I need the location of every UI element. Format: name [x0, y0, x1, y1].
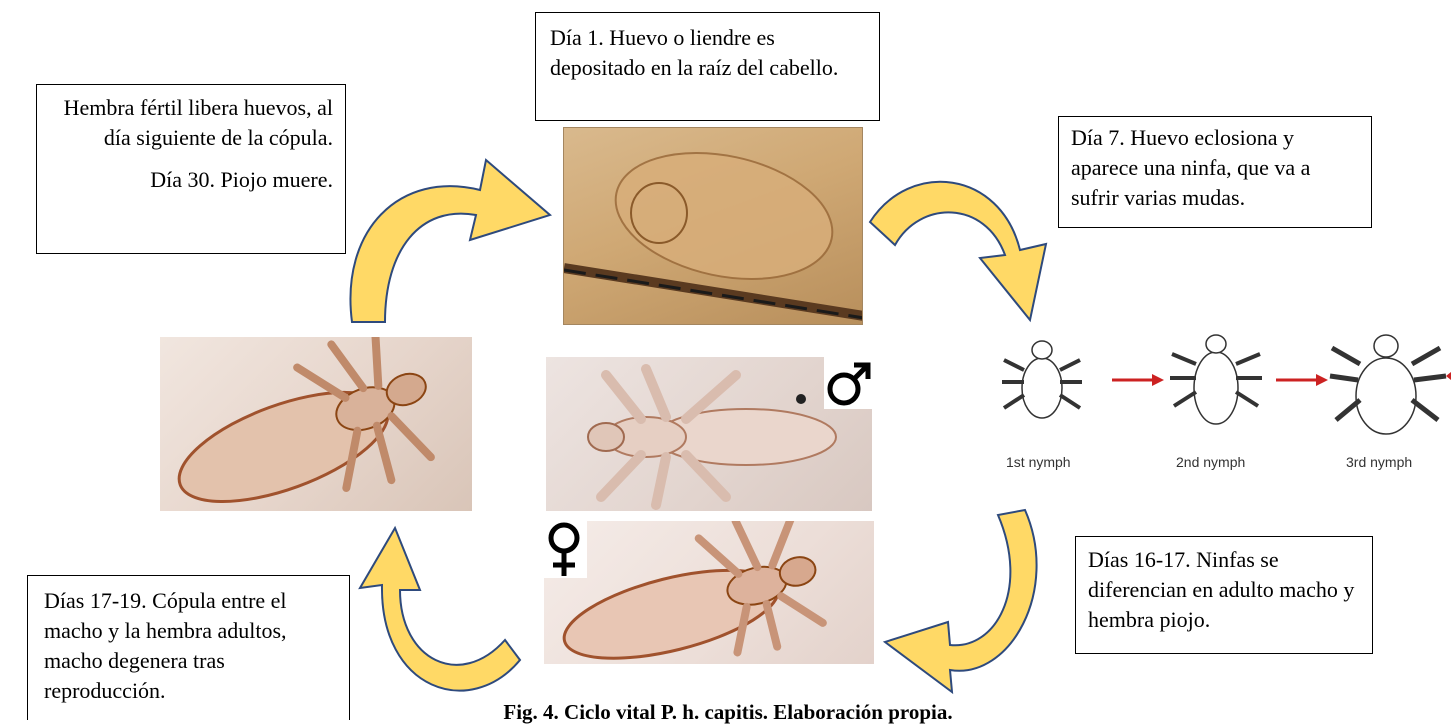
arrow-egg-to-nymphs: [870, 182, 1046, 320]
arrow-nymphs-to-adults: [885, 510, 1037, 692]
figure-caption: Fig. 4. Ciclo vital P. h. capitis. Elabo…: [448, 700, 1008, 725]
arrow-adults-to-adult: [360, 528, 520, 691]
arrow-adult-to-egg: [350, 160, 550, 322]
